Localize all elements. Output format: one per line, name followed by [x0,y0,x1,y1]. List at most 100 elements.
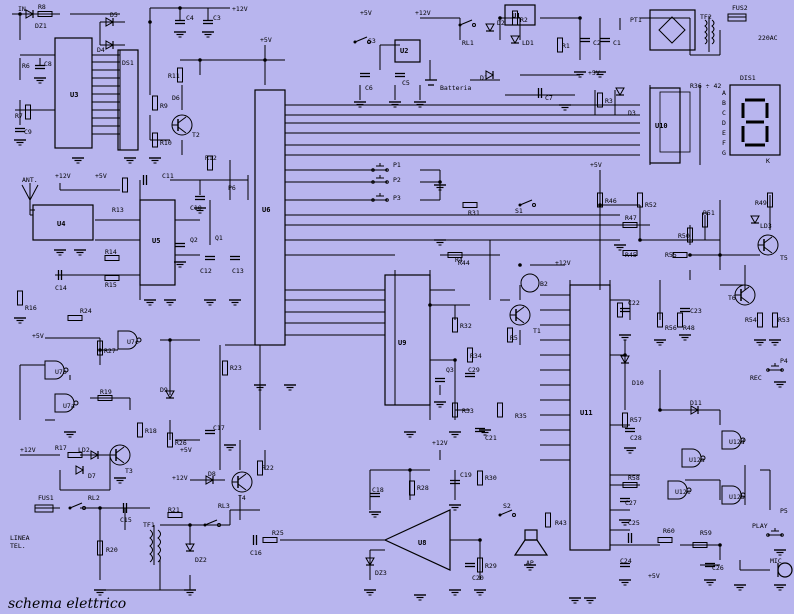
c24-label: C24 [620,557,632,565]
battery-icon [425,79,437,86]
d3-label: D3 [628,109,636,117]
ant-label: ANT. [22,176,38,184]
d6-label: D6 [172,94,180,102]
pin-k: K [766,157,770,165]
component-labels: U3 U6 U5 U4 U9 U11 U10 U2 U1 U8 U7a U7b … [10,3,790,582]
d1-label: D1 [480,74,488,82]
p4-label: P4 [780,357,788,365]
u7b-label: U7b [55,368,67,376]
c23-label: C23 [690,307,702,315]
v12-label: +12V [432,439,448,447]
r55-label: R55 [665,251,677,259]
fus1-label: FUS1 [38,494,54,502]
t4-label: T4 [238,494,246,502]
r6-label: R6 [22,62,30,70]
rl1-label: RL1 [462,39,474,47]
seven-segment-digit [741,98,769,147]
r7-label: R7 [15,112,23,120]
r30-label: R30 [485,474,497,482]
p5-label: P5 [780,507,788,515]
c20-label: C20 [472,574,484,582]
t5-label: T5 [780,254,788,262]
schematic-title: schema elettrico [8,596,126,612]
r1-label: R1 [562,42,570,50]
c13-label: C13 [232,267,244,275]
transistor-t5 [757,234,779,256]
r25-label: R25 [272,529,284,537]
c29-label: C29 [468,366,480,374]
u8-label: U8 [418,539,426,547]
c17-label: C17 [213,424,225,432]
batteria-label: Batteria [440,84,471,92]
t2-label: T2 [192,131,200,139]
u6-label: U6 [262,206,270,214]
c6-label: C6 [365,84,373,92]
v5-label: +5V [95,172,107,180]
c12-label: C12 [200,267,212,275]
c2-label: C2 [593,39,601,47]
r9-label: R9 [160,102,168,110]
u12b-label: U12b [729,493,745,501]
s3-label: S3 [368,37,376,45]
transistors [109,114,779,493]
pt1-bridge [649,9,696,51]
q2-label: Q2 [190,236,198,244]
r31-label: R31 [468,209,480,217]
ac220-label: 220AC [758,34,778,42]
pt1-label: PT1 [630,16,642,24]
c7-label: C7 [545,94,553,102]
rl3-label: RL3 [218,502,230,510]
wiring [12,7,771,591]
c5-label: C5 [402,79,410,87]
tel-label: TEL. [10,542,26,550]
rec-label: REC [750,374,762,382]
pin-g: G [722,149,726,157]
fuse-symbols [34,13,747,513]
t6-label: T6 [728,294,736,302]
u12d-label: U12d [729,438,745,446]
p1-label: P1 [393,161,401,169]
ds1-label: DS1 [122,59,134,67]
c21-label: C21 [485,434,497,442]
tf1-label: TF1 [143,521,155,529]
dz2-label: DZ2 [195,556,207,564]
p2-label: P2 [393,176,401,184]
transistor-t2 [171,114,193,136]
r58-label: R58 [628,474,640,482]
r21-label: R21 [168,506,180,514]
buzzer-icon [520,273,540,293]
transistor-t1 [509,304,531,326]
p6-label: P6 [228,184,236,192]
u1-label: U1 [512,12,520,20]
d2-label: D2 [497,19,505,27]
v12-label: +12V [415,9,431,17]
r8-label: R8 [38,3,46,11]
c26-label: C26 [712,564,724,572]
r4-label: R4 [455,256,463,264]
transistor-t3 [109,444,131,466]
v12-label: +12V [20,446,36,454]
r20-label: R20 [106,546,118,554]
r5-label: R5 [510,334,518,342]
junction-dots [18,6,722,547]
v12-label: +12V [172,474,188,482]
r14-label: R14 [105,248,117,256]
u11-label: U11 [580,409,593,417]
r54-label: R54 [745,316,757,324]
r47-label: R47 [625,214,637,222]
antenna-icon [21,184,39,216]
r45-label: R45 [625,251,637,259]
dz3-label: DZ3 [375,569,387,577]
pin-c: C [722,109,726,117]
c8-label: C8 [44,60,52,68]
c4-label: C4 [186,14,194,22]
v5-label: +5V [180,446,192,454]
pin-a: A [722,89,726,97]
d10-label: D10 [632,379,644,387]
c22-label: C22 [628,299,640,307]
u6-chip [254,89,286,346]
r33-label: R33 [462,407,474,415]
pin-b: B [722,99,726,107]
r10-label: R10 [160,139,172,147]
